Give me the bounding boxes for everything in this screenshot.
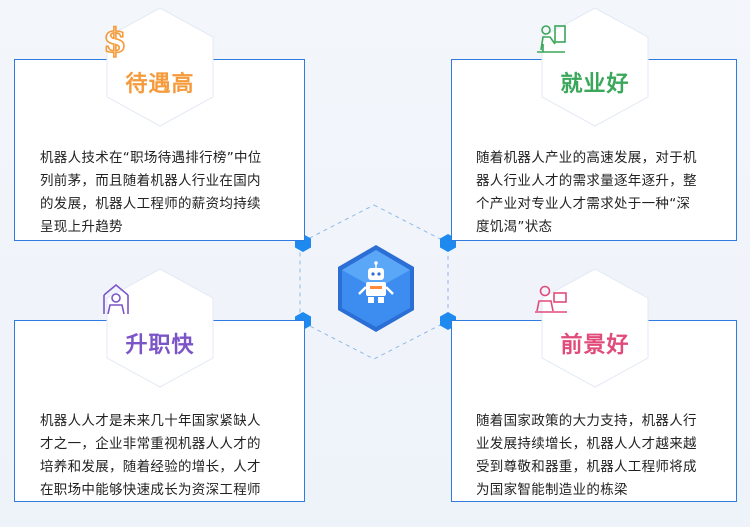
badge-title: 就业好	[560, 72, 630, 97]
badge-title: 前景好	[560, 333, 630, 358]
badge-title: 待遇高	[125, 72, 195, 97]
card-line: 器人行业人才的需求量逐年逐升，整	[476, 173, 697, 189]
card-high-salary-text: 机器人技术在“职场待遇排行榜”中位 列前茅，而且随着机器人行业在国内 的发展，机…	[40, 147, 300, 239]
card-good-employment-text: 随着机器人产业的高速发展，对于机 器人行业人才的需求量逐年逐升，整 个产业对专业…	[476, 147, 734, 239]
card-line: 在职场中能够快速成长为资深工程师	[40, 482, 261, 498]
card-fast-promotion-text: 机器人人才是未来几十年国家紧缺人 才之一，企业非常重视机器人人才的 培养和发展，…	[40, 410, 302, 502]
badge-high-salary: $ 待遇高	[98, 4, 222, 128]
card-line: 列前茅，而且随着机器人行业在国内	[40, 173, 261, 189]
card-line: 度饥渴”状态	[476, 219, 553, 235]
card-line: 随着机器人产业的高速发展，对于机	[476, 150, 697, 166]
card-line: 才之一，企业非常重视机器人人才的	[40, 436, 261, 452]
card-line: 培养和发展，随着经验的增长，人才	[40, 459, 261, 475]
card-line: 的发展，机器人工程师的薪资均持续	[40, 196, 261, 212]
card-line: 个产业对专业人才需求处于一种“深	[476, 196, 691, 212]
card-line: 业发展持续增长，机器人人才越来越	[476, 436, 697, 452]
card-line: 机器人人才是未来几十年国家紧缺人	[40, 413, 261, 429]
card-line: 随着国家政策的大力支持，机器人行	[476, 413, 697, 429]
svg-text:$: $	[103, 21, 127, 58]
robot-icon	[338, 245, 414, 332]
card-line: 受到尊敬和器重，机器人工程师将成	[476, 459, 697, 475]
card-line: 为国家智能制造业的栋梁	[476, 482, 628, 498]
card-line: 呈现上升趋势	[40, 219, 123, 235]
badge-fast-promotion: 升职快	[98, 265, 222, 389]
badge-good-prospects: 前景好	[533, 265, 657, 389]
card-line: 机器人技术在“职场待遇排行榜”中位	[40, 150, 262, 166]
card-good-prospects-text: 随着国家政策的大力支持，机器人行 业发展持续增长，机器人人才越来越 受到尊敬和器…	[476, 410, 734, 502]
badge-good-employment: 就业好	[533, 4, 657, 128]
badge-title: 升职快	[125, 333, 195, 358]
